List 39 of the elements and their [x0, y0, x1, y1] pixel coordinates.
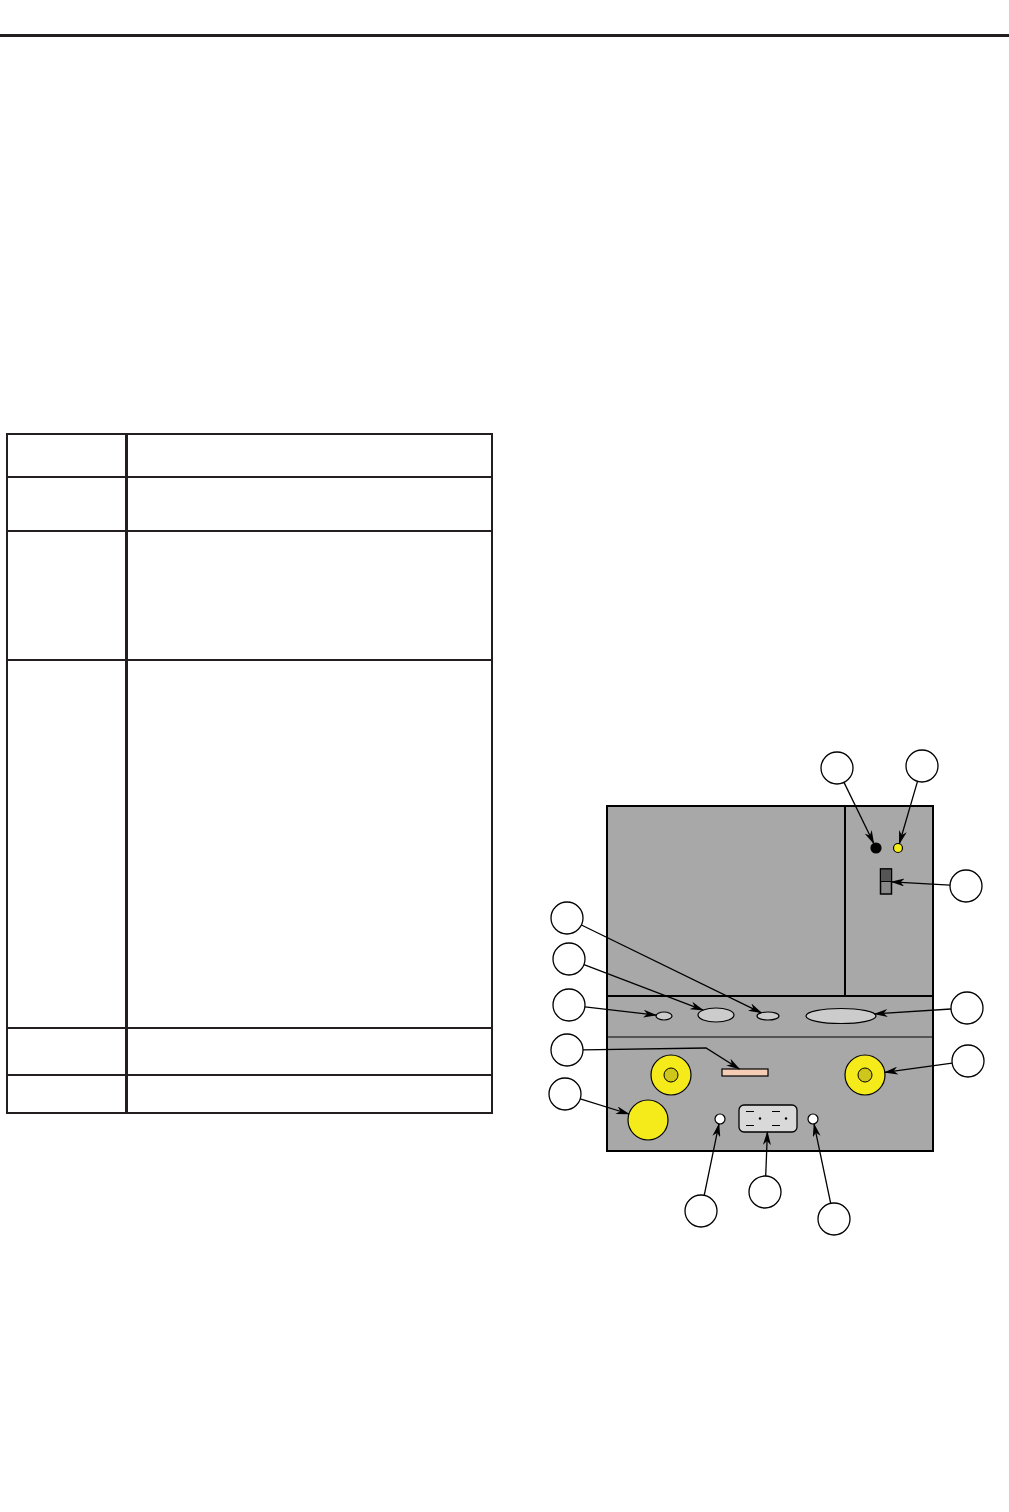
- leader-line: [579, 1098, 630, 1115]
- callout-circle: [949, 869, 983, 903]
- callout-circle: [550, 1033, 584, 1067]
- round-connector: [627, 1099, 669, 1141]
- indicator-light: [892, 842, 904, 854]
- oval-opening: [805, 1007, 877, 1025]
- callout-circle: [550, 901, 584, 935]
- leader-line: [703, 1122, 721, 1196]
- callout-circle: [817, 1202, 851, 1236]
- leader-line: [583, 964, 705, 1011]
- callout-circle: [905, 749, 939, 783]
- label-plate: [721, 1068, 769, 1077]
- leader-line: [812, 1122, 832, 1204]
- oval-opening: [756, 1011, 780, 1021]
- callout-circle: [552, 988, 586, 1022]
- indicator-light: [714, 1113, 726, 1125]
- callout-circle: [820, 751, 854, 785]
- callout-circle: [748, 1175, 782, 1209]
- callout-circle: [552, 942, 586, 976]
- leader-line: [762, 1131, 771, 1177]
- callout-circle: [548, 1077, 582, 1111]
- toggle-switch: [879, 868, 893, 895]
- leader-line: [580, 924, 763, 1014]
- leader-line: [582, 1047, 741, 1070]
- leader-line: [584, 1006, 658, 1018]
- leader-line: [883, 1062, 953, 1075]
- indicator-light: [807, 1113, 819, 1125]
- leader-line: [843, 781, 875, 845]
- power-receptacle: [738, 1104, 798, 1133]
- indicator-light: [870, 842, 882, 854]
- callout-circle: [684, 1194, 718, 1228]
- leader-line: [890, 878, 951, 887]
- leader-line: [873, 1008, 952, 1018]
- leader-line: [898, 780, 919, 845]
- output-terminal: [844, 1054, 886, 1096]
- callout-circle: [950, 991, 984, 1025]
- callout-circle: [951, 1044, 985, 1078]
- oval-opening: [655, 1011, 673, 1021]
- oval-opening: [697, 1007, 735, 1023]
